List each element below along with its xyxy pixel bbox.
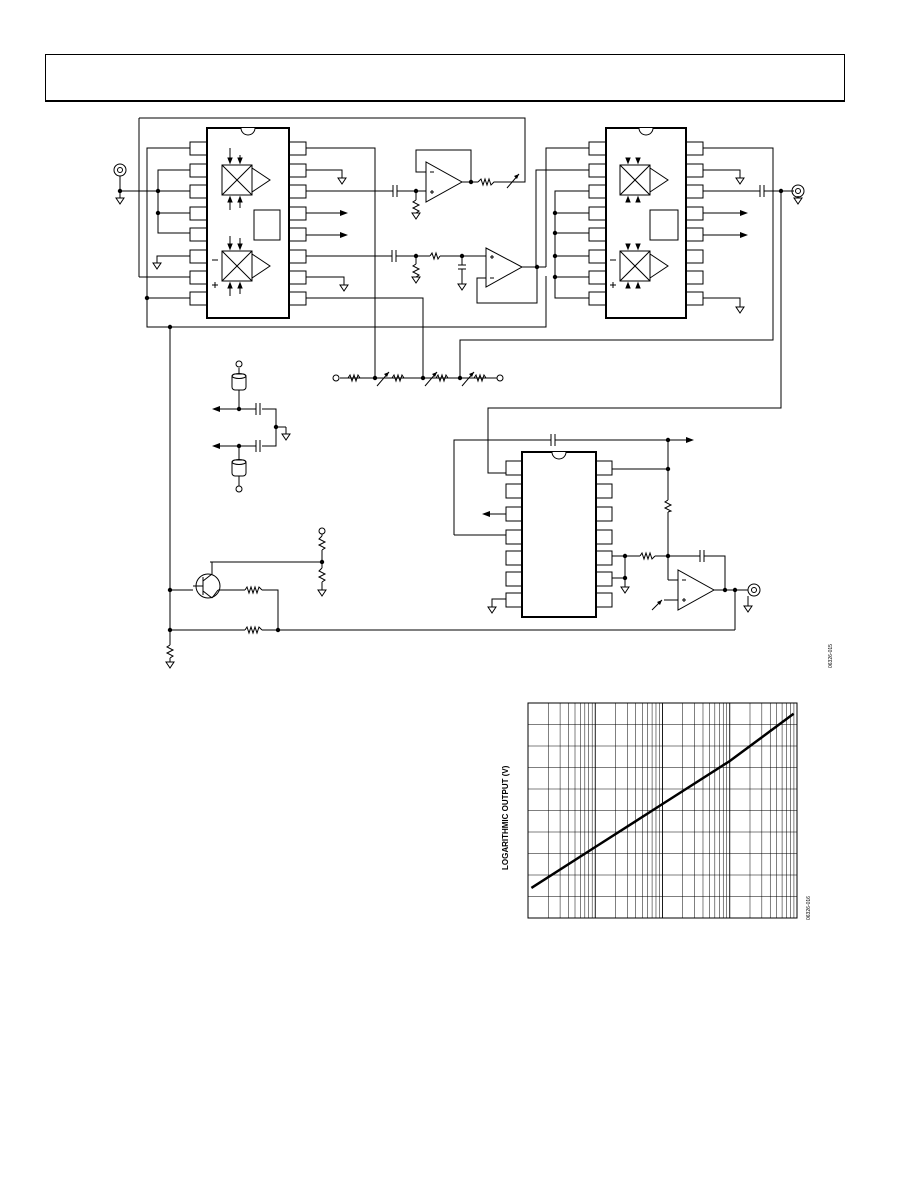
resistors <box>165 177 673 659</box>
figure1-code: 06326-015 <box>828 644 834 668</box>
ic2-dual-multiplier <box>588 127 704 319</box>
terminals <box>235 360 504 535</box>
page-header-box <box>45 54 845 102</box>
wiring <box>120 117 794 645</box>
ground-symbols <box>115 177 803 669</box>
ic1-dual-multiplier <box>189 127 307 319</box>
trim-arrows <box>376 173 663 611</box>
transistor <box>193 562 221 599</box>
opamp-3 <box>677 569 716 611</box>
transducers <box>231 373 247 477</box>
log-output-chart: LOGARITHMIC OUTPUT (V) 06326-016 <box>501 702 812 920</box>
opamp-1 <box>425 161 464 203</box>
chart-series-line <box>530 712 795 889</box>
signal-arrows <box>212 210 748 517</box>
chart-y-axis-label: LOGARITHMIC OUTPUT (V) <box>501 765 510 870</box>
opamp-2 <box>485 247 524 288</box>
junction-dots <box>117 179 784 633</box>
chart-figure-code: 06326-016 <box>806 896 812 920</box>
ic3-log-amp <box>505 451 613 618</box>
bnc-connectors <box>113 163 805 597</box>
